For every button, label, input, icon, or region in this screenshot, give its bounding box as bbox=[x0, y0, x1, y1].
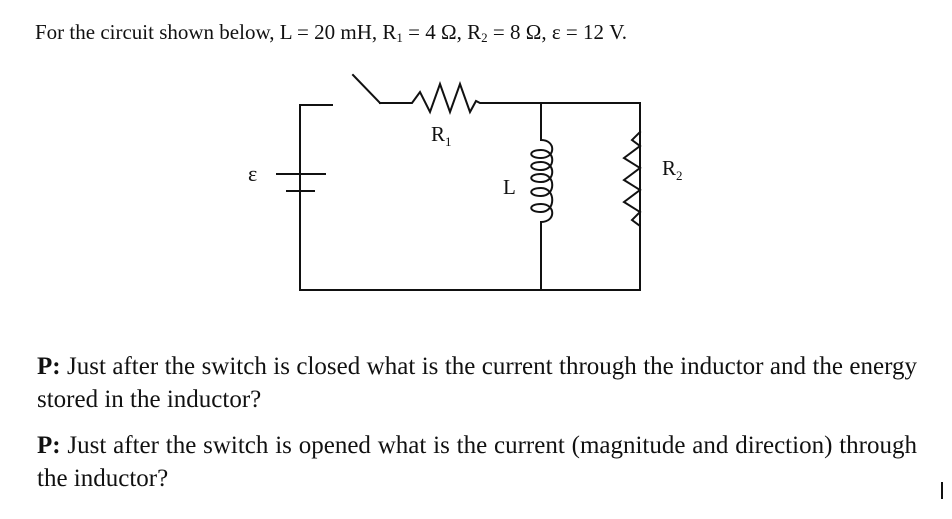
r1-label: R1 bbox=[431, 122, 452, 149]
r2-label: R2 bbox=[662, 156, 683, 183]
text-cursor bbox=[941, 482, 943, 499]
r2-label-letter: R bbox=[662, 156, 676, 180]
problem-statement: For the circuit shown below, L = 20 mH, … bbox=[35, 20, 627, 46]
r2-value-and-emf: = 8 Ω, ε = 12 V. bbox=[487, 20, 627, 44]
question-2: P: Just after the switch is opened what … bbox=[37, 429, 917, 495]
problem-intro: For the circuit shown below, L = 20 mH, … bbox=[35, 20, 397, 44]
r2-subscript: 2 bbox=[481, 30, 488, 45]
question-1-text: Just after the switch is closed what is … bbox=[37, 353, 917, 413]
r1-label-letter: R bbox=[431, 122, 445, 146]
question-1: P: Just after the switch is closed what … bbox=[37, 350, 917, 416]
r2-label-subscript: 2 bbox=[676, 168, 683, 183]
left-wire bbox=[299, 104, 641, 291]
emf-label: ε bbox=[248, 161, 257, 186]
inductor-coil bbox=[530, 138, 554, 224]
top-right-wire bbox=[487, 102, 641, 133]
r1-resistor bbox=[379, 81, 489, 115]
r2-resistor bbox=[622, 130, 642, 291]
question-2-text: Just after the switch is opened what is … bbox=[37, 432, 917, 492]
question-2-tag: P: bbox=[37, 432, 61, 459]
inductor-label: L bbox=[503, 175, 516, 199]
r1-label-subscript: 1 bbox=[445, 134, 452, 149]
r1-value: = 4 Ω, R bbox=[402, 20, 482, 44]
question-1-tag: P: bbox=[37, 353, 61, 380]
switch-blade bbox=[351, 73, 382, 105]
r1-subscript: 1 bbox=[396, 30, 403, 45]
